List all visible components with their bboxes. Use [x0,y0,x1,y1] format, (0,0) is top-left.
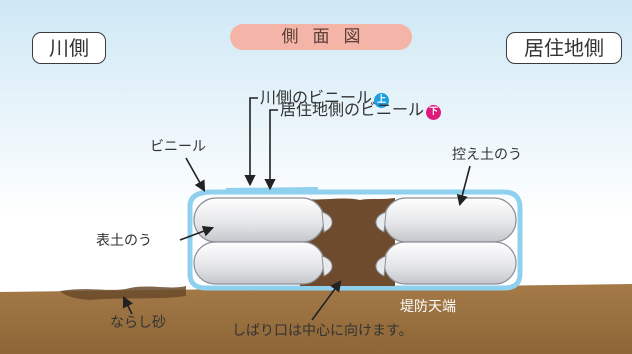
backing-sandbag-label: 控え土のう [452,147,522,163]
residential-vinyl-label: 居住地側のビニール [280,100,425,119]
river-side-label: 川側 [32,32,106,64]
pointer-river-vinyl [244,97,258,187]
sandbag-river-lower [193,241,325,285]
front-sandbag-label: 表土のう [96,233,152,249]
tie-note-label: しばり口は中心に向けます。 [232,323,413,339]
page-title: 側面図 [230,24,412,50]
bottom-badge: 下 [426,105,442,120]
vinyl-label: ビニール [150,139,206,155]
sandbag-residential-lower [383,241,517,285]
pointer-backing-sandbag [456,165,471,207]
pointer-residential-vinyl [264,109,278,191]
pointer-tie-note [311,280,342,321]
leveling-sand-patch [60,286,186,300]
residential-side-label: 居住地側 [506,32,622,64]
levee-ground [0,284,632,354]
levee-crest-label: 堤防天端 [400,299,456,315]
vinyl-sheet [187,189,523,291]
pointer-front-sandbag [179,225,215,241]
river-vinyl-callout: 川側のビニール上 [260,88,390,108]
vinyl-sheet-top-flap [225,187,319,192]
tie-knot-river-lower [321,255,333,277]
river-vinyl-label: 川側のビニール [260,88,373,107]
top-badge: 上 [374,93,390,108]
tie-knot-river-upper [321,211,333,233]
residential-vinyl-callout: 居住地側のビニール下 [280,100,442,120]
leveling-sand-label: ならし砂 [110,315,166,331]
sandbag-residential-upper [383,197,517,243]
tie-knot-residential-upper [375,211,387,233]
sandbag-river-upper [193,197,325,243]
pointer-leveling-sand [122,295,134,315]
pointer-vinyl [185,157,206,192]
tie-knot-residential-lower [375,255,387,277]
pointer-lines [122,97,471,321]
